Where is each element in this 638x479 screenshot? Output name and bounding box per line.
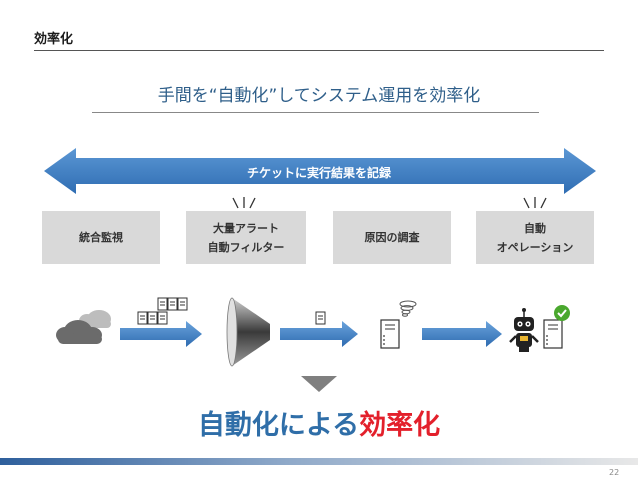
conclusion-part2: 効率化	[359, 410, 441, 441]
slide-title: 手間を“自動化”してシステム運用を効率化	[157, 86, 481, 106]
page-number: 22	[609, 468, 620, 477]
step-label: 大量アラート	[213, 221, 279, 235]
step-label: 自動	[524, 221, 546, 235]
flow-diagram	[56, 297, 570, 367]
alert-documents-icon	[137, 297, 188, 325]
page-header-title: 効率化	[34, 32, 74, 47]
title-underline	[92, 112, 539, 113]
checkmark-icon	[554, 305, 570, 321]
down-arrow-icon	[301, 376, 337, 392]
document-icon	[315, 311, 326, 325]
flow-arrow	[120, 321, 202, 347]
server-icon	[380, 319, 400, 349]
step-alert-filter: 大量アラート 自動フィルター	[186, 211, 306, 264]
step-label: 統合監視	[79, 231, 123, 244]
filter-funnel-icon	[226, 297, 270, 367]
double-arrow	[44, 148, 596, 194]
server-icon	[543, 319, 563, 349]
conclusion-text: 自動化による効率化	[0, 403, 638, 442]
step-integrated-monitoring: 統合監視	[42, 211, 160, 264]
step-auto-operation: 自動 オペレーション	[476, 211, 594, 264]
flow-arrow	[422, 321, 502, 347]
spark-mark-icon	[523, 197, 547, 209]
header-divider	[34, 50, 604, 51]
conclusion-part1: 自動化による	[197, 410, 360, 441]
footer-bar	[0, 458, 638, 465]
arrow-label: チケットに実行結果を記録	[246, 166, 391, 180]
cloud-icon	[56, 310, 111, 344]
tornado-icon	[399, 300, 417, 317]
step-label-line2: 自動フィルター	[207, 240, 285, 254]
robot-icon	[509, 308, 539, 352]
step-label: 原因の調査	[364, 231, 420, 244]
flow-arrow	[280, 321, 358, 347]
step-label-line2: オペレーション	[496, 240, 574, 254]
step-root-cause: 原因の調査	[333, 211, 451, 264]
spark-mark-icon	[232, 197, 256, 209]
